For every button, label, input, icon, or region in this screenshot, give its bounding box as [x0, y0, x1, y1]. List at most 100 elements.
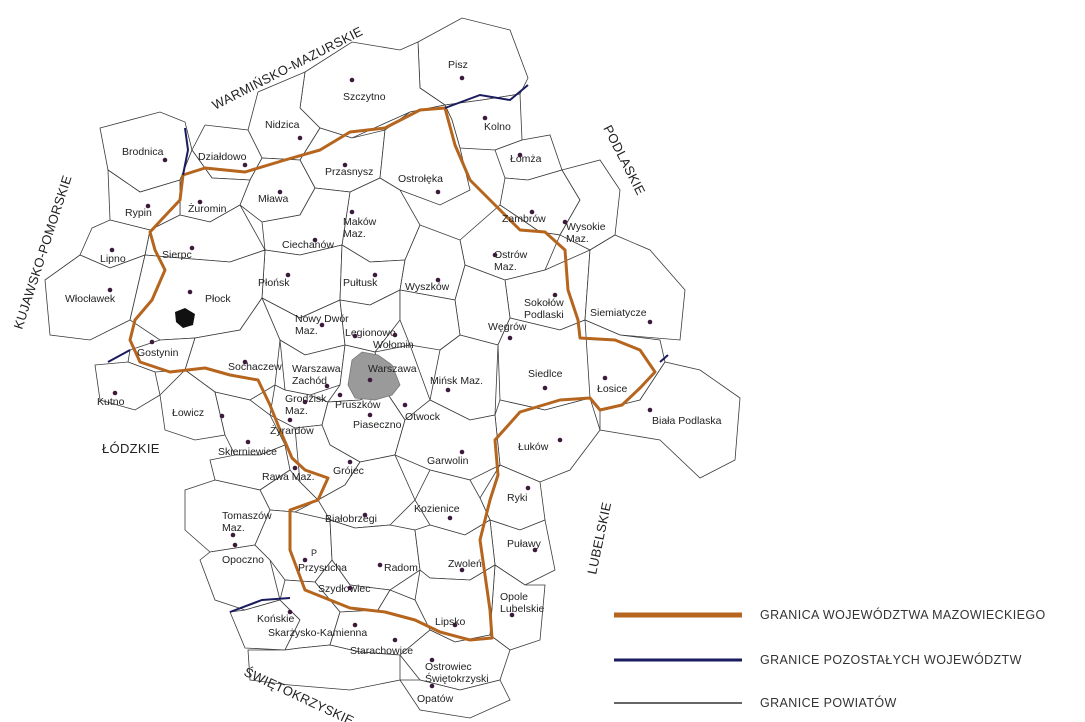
city-dot-lowicz — [219, 413, 225, 419]
city-dot-zyrardow — [287, 417, 293, 423]
city-label-pulawy: Puławy — [507, 538, 542, 550]
county-boundaries — [44, 17, 741, 719]
city-label-pisz: Pisz — [448, 59, 468, 71]
city-dot-ostrowiec — [429, 657, 435, 663]
city-dot-garwolin — [459, 449, 465, 455]
city-label-nidzica: Nidzica — [265, 119, 300, 131]
region-label-lodzkie: ŁÓDZKIE — [102, 441, 160, 456]
city-dot-brodnica — [162, 157, 168, 163]
city-label-kozienice: Kozienice — [414, 503, 460, 515]
city-label-konskie: Końskie — [257, 613, 295, 625]
city-label-brodnica: Brodnica — [122, 146, 164, 158]
city-dot-rypin — [145, 203, 151, 209]
city-label-plock: Płock — [205, 293, 231, 305]
city-dot-wyszkow — [435, 277, 441, 283]
city-dot-pulawy — [532, 547, 538, 553]
city-label-warszawa: Warszawa — [368, 363, 417, 375]
city-label-otwock: Otwock — [405, 411, 441, 423]
city-label-skierniewice: Skierniewice — [218, 446, 277, 458]
city-label-plonsk: Płońsk — [258, 277, 290, 289]
city-dot-pruszkow — [337, 392, 343, 398]
city-dot-konskie — [287, 609, 293, 615]
city-label-lukow: Łuków — [518, 441, 549, 453]
city-label-kolno: Kolno — [484, 121, 511, 133]
city-dot-bialapodl — [647, 407, 653, 413]
city-dot-ostrow — [492, 252, 498, 258]
city-dot-kutno — [112, 390, 118, 396]
city-label-wloclawek: Włocławek — [65, 293, 116, 305]
legend-label-powiaty: GRANICE POWIATÓW — [760, 695, 897, 710]
przysucha-marker: P — [311, 548, 317, 558]
city-dot-bialobrzegi — [362, 512, 368, 518]
city-label-lomza: Łomża — [510, 153, 542, 165]
city-label-piaseczno: Piaseczno — [353, 419, 402, 431]
city-dot-lipsko — [452, 622, 458, 628]
city-dots — [107, 75, 653, 689]
city-label-bialobrzegi: Białobrzegi — [325, 513, 377, 525]
city-dot-szydlowiec — [347, 585, 353, 591]
city-dot-starachowice — [392, 637, 398, 643]
legend-label-other: GRANICE POZOSTAŁYCH WOJEWÓDZTW — [760, 652, 1022, 667]
city-label-grojec: Grójec — [333, 465, 364, 477]
city-dot-przysucha — [302, 557, 308, 563]
city-dot-warszawa — [367, 377, 373, 383]
city-label-lipsko: Lipsko — [435, 616, 466, 628]
city-dot-grodzisk — [302, 399, 308, 405]
city-dot-zuromin — [197, 199, 203, 205]
city-dot-skierniewice — [245, 439, 251, 445]
city-label-opatow: Opatów — [417, 693, 454, 705]
city-dot-otwock — [402, 402, 408, 408]
city-dot-dzialdowo — [242, 162, 248, 168]
city-label-zuromin: Żuromin — [188, 202, 227, 215]
city-dot-lomza — [517, 152, 523, 158]
city-label-szydlowiec: Szydłowiec — [318, 583, 371, 595]
city-dot-losice — [602, 375, 608, 381]
city-label-ryki: Ryki — [507, 492, 527, 504]
city-dot-lipno — [109, 247, 115, 253]
city-dot-opatow — [429, 683, 435, 689]
city-dot-ostroleka — [435, 189, 441, 195]
city-dot-warszawazach — [324, 383, 330, 389]
city-dot-zwolen — [459, 567, 465, 573]
plock-city-area — [175, 308, 195, 328]
city-dot-gostynin — [149, 339, 155, 345]
city-label-pruszkow: Pruszków — [335, 399, 381, 411]
city-label-bialapodl: Biała Podlaska — [652, 415, 722, 427]
city-label-lipno: Lipno — [100, 253, 126, 265]
city-label-gostynin: Gostynin — [137, 347, 179, 359]
city-label-siemiatycze: Siemiatycze — [590, 307, 647, 319]
city-dot-opole — [509, 612, 515, 618]
city-dot-legionowo — [352, 333, 358, 339]
city-label-skarzysko: Skarżysko-Kamienna — [268, 627, 367, 639]
city-dot-rawa — [292, 465, 298, 471]
city-label-rypin: Rypin — [125, 207, 152, 219]
city-dot-makow — [349, 209, 355, 215]
city-label-wolomin: Wołomin — [373, 339, 414, 351]
city-dot-zambrow — [529, 209, 535, 215]
city-dot-lukow — [557, 437, 563, 443]
city-dot-plonsk — [285, 272, 291, 278]
city-dot-nowydwor — [319, 322, 325, 328]
city-dot-kolno — [482, 115, 488, 121]
city-dot-radom — [377, 562, 383, 568]
city-dot-pisz — [459, 75, 465, 81]
city-label-sochaczew: Sochaczew — [228, 361, 282, 373]
city-label-siedlce: Siedlce — [528, 368, 563, 380]
city-label-rawa: Rawa Maz. — [262, 471, 315, 483]
city-dot-opoczno — [232, 542, 238, 548]
city-dot-mlawa — [277, 189, 283, 195]
legend-label-mazowieckie: GRANICA WOJEWÓDZTWA MAZOWIECKIEGO — [760, 607, 1046, 622]
city-label-wyszkow: Wyszków — [405, 281, 450, 293]
city-label-losice: Łosice — [597, 383, 628, 395]
city-label-zambrow: Zambrów — [502, 213, 546, 225]
city-label-kutno: Kutno — [97, 396, 125, 408]
city-dot-ryki — [525, 485, 531, 491]
city-dot-plock — [187, 289, 193, 295]
